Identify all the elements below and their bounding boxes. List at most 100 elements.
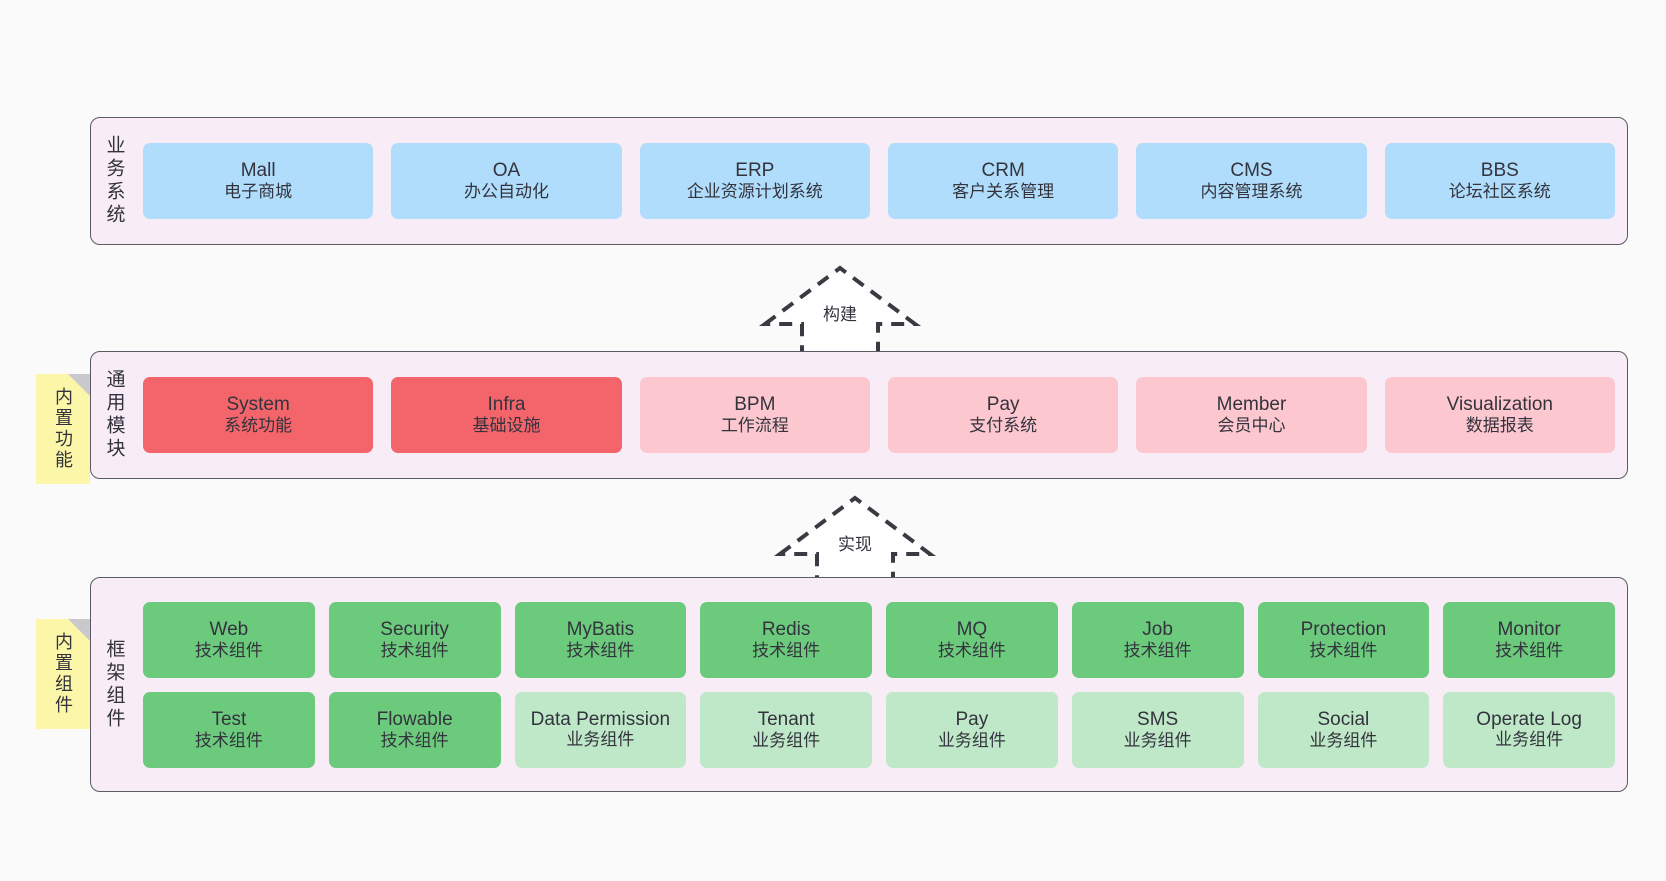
node-title-en: Monitor bbox=[1497, 618, 1561, 640]
node-title-en: MyBatis bbox=[566, 618, 635, 640]
node-title-cn: 论坛社区系统 bbox=[1448, 182, 1551, 202]
node-title-cn: 工作流程 bbox=[720, 416, 789, 436]
node-title-en: Pay bbox=[986, 394, 1020, 416]
page-fold-icon bbox=[68, 619, 90, 641]
node-title-en: System bbox=[226, 394, 290, 416]
sticky-note-builtin-functions: 内置功能 bbox=[36, 374, 90, 484]
node-title-cn: 系统功能 bbox=[224, 416, 293, 436]
node-title-cn: 支付系统 bbox=[969, 416, 1038, 436]
node-title-en: Redis bbox=[761, 618, 811, 640]
node-title-cn: 电子商城 bbox=[224, 182, 293, 202]
node-title-cn: 技术组件 bbox=[380, 640, 449, 660]
arrow-realize: 实现 bbox=[773, 492, 937, 588]
node-title-cn: 技术组件 bbox=[937, 640, 1006, 660]
node-title-en: SMS bbox=[1137, 708, 1179, 730]
node-title-cn: 业务组件 bbox=[1309, 730, 1378, 750]
node-title-en: Security bbox=[380, 618, 449, 640]
node-title-cn: 业务组件 bbox=[1495, 729, 1564, 749]
node-title-cn: 业务组件 bbox=[937, 730, 1006, 750]
node-title-en: ERP bbox=[735, 160, 775, 182]
node-title-cn: 数据报表 bbox=[1465, 416, 1534, 436]
node-title-cn: 技术组件 bbox=[1309, 640, 1378, 660]
sticky-note-builtin-components: 内置组件 bbox=[36, 619, 90, 729]
node-title-en: Pay bbox=[955, 708, 989, 730]
node-title-en: CRM bbox=[981, 160, 1025, 182]
node-title-cn: 业务组件 bbox=[1123, 730, 1192, 750]
node-title-cn: 技术组件 bbox=[194, 730, 263, 750]
sticky-note-label: 内置组件 bbox=[53, 632, 73, 716]
node-title-cn: 内容管理系统 bbox=[1200, 182, 1303, 202]
layer-title-business: 业务系统 bbox=[103, 135, 125, 227]
node-title-en: Member bbox=[1216, 394, 1287, 416]
node-title-cn: 技术组件 bbox=[380, 730, 449, 750]
node-title-en: MQ bbox=[956, 618, 988, 640]
node-title-en: Web bbox=[209, 618, 249, 640]
layer-title-framework: 框架组件 bbox=[103, 638, 125, 731]
node-title-cn: 会员中心 bbox=[1217, 416, 1286, 436]
node-title-en: Test bbox=[211, 708, 247, 730]
node-title-cn: 技术组件 bbox=[1123, 640, 1192, 660]
sticky-note-label: 内置功能 bbox=[53, 387, 73, 471]
node-title-cn: 技术组件 bbox=[1495, 640, 1564, 660]
page-fold-icon bbox=[68, 374, 90, 396]
node-title-en: OA bbox=[492, 160, 521, 182]
node-title-cn: 业务组件 bbox=[566, 729, 635, 749]
node-title-en: BPM bbox=[734, 394, 776, 416]
node-title-cn: 客户关系管理 bbox=[952, 182, 1055, 202]
node-title-en: Infra bbox=[487, 394, 526, 416]
node-title-en: Tenant bbox=[757, 708, 815, 730]
node-title-cn: 技术组件 bbox=[752, 640, 821, 660]
node-title-cn: 技术组件 bbox=[566, 640, 635, 660]
node-title-en: CMS bbox=[1230, 160, 1273, 182]
node-title-en: Protection bbox=[1300, 618, 1387, 640]
node-title-cn: 办公自动化 bbox=[463, 182, 549, 202]
node-title-cn: 业务组件 bbox=[752, 730, 821, 750]
node-title-en: Flowable bbox=[376, 708, 453, 730]
node-title-cn: 基础设施 bbox=[472, 416, 541, 436]
node-title-en: Data Permission bbox=[530, 708, 671, 730]
layer-title-modules: 通用模块 bbox=[103, 369, 125, 461]
arrow-build: 构建 bbox=[758, 262, 922, 358]
node-title-en: BBS bbox=[1480, 160, 1519, 182]
node-title-en: Job bbox=[1142, 618, 1173, 640]
node-title-en: Visualization bbox=[1446, 394, 1553, 416]
node-title-en: Mall bbox=[240, 160, 276, 182]
node-title-cn: 技术组件 bbox=[194, 640, 263, 660]
